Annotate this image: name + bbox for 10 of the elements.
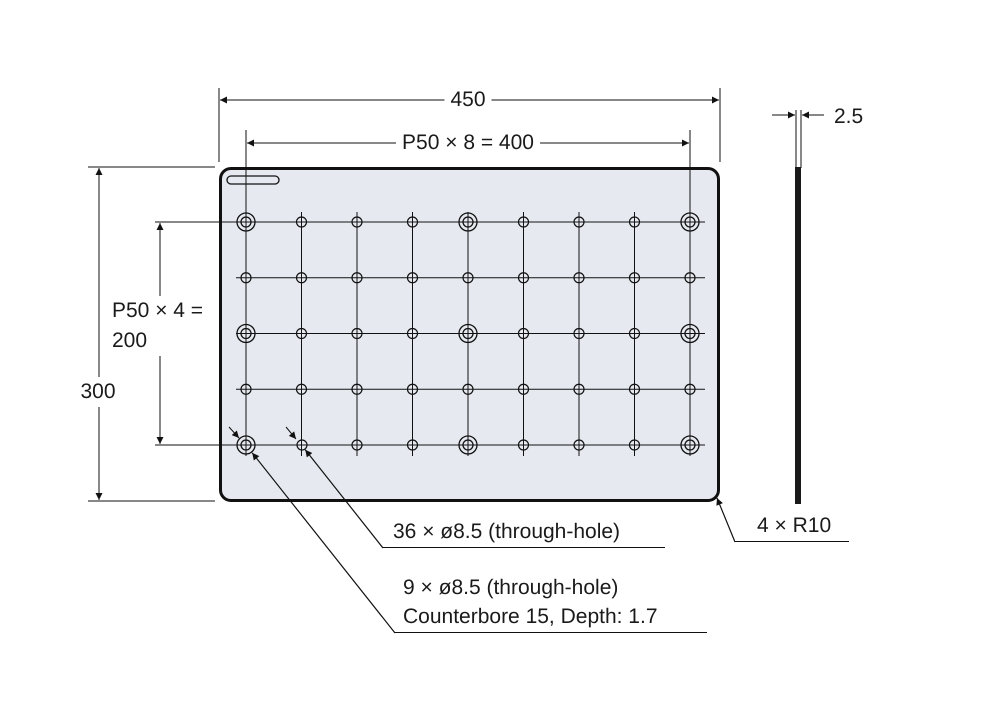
callout-text: 9 × ø8.5 (through-hole): [403, 575, 620, 601]
through-hole: [296, 439, 308, 451]
callout-text: 4 × R10: [757, 513, 832, 539]
callout-text: 36 × ø8.5 (through-hole): [393, 519, 622, 545]
plate: [219, 167, 720, 502]
leader-line: [252, 452, 396, 634]
leader-line: [304, 449, 384, 548]
callout-text: Counterbore 15, Depth: 1.7: [403, 604, 659, 630]
counterbore-hole: [236, 435, 256, 455]
leader-line: [716, 498, 736, 542]
